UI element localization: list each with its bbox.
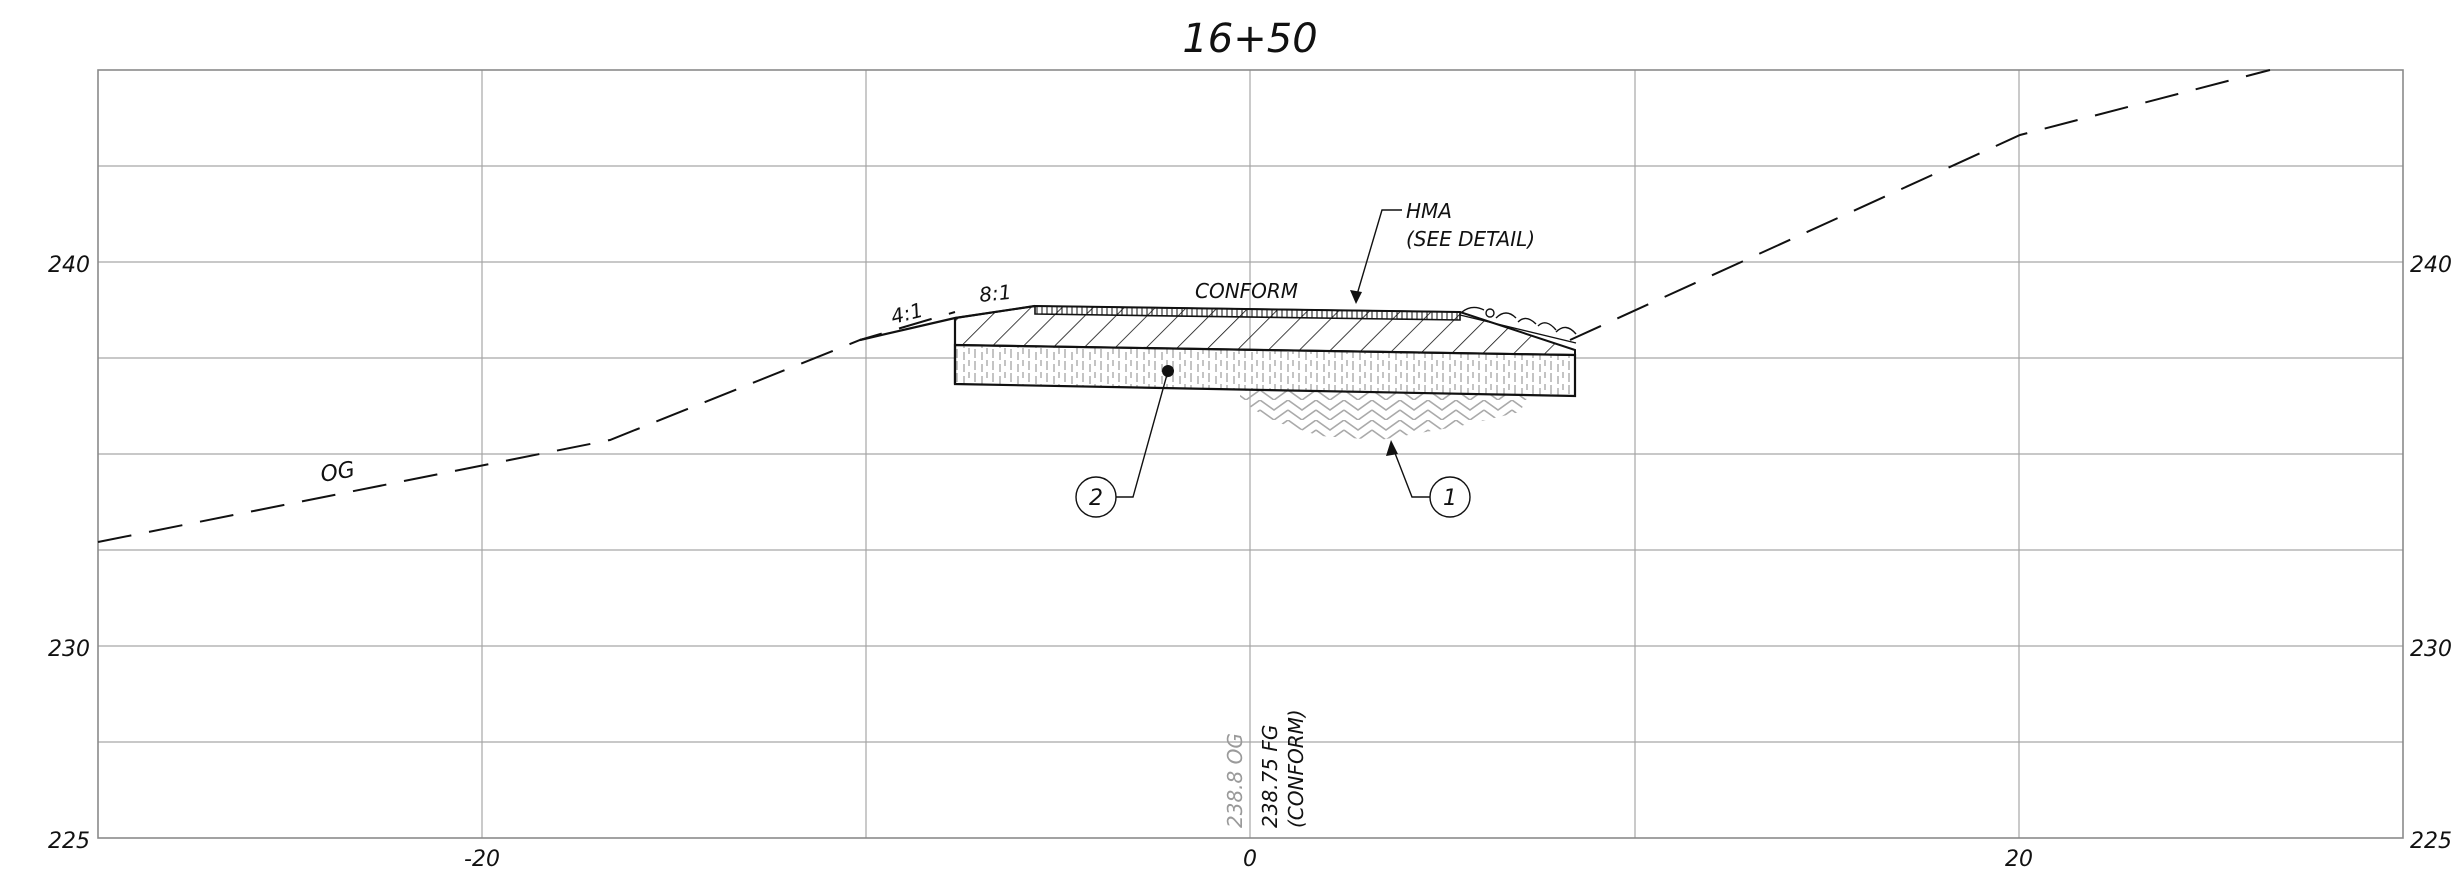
callout-1-number: 1: [1443, 486, 1457, 511]
y-tick-label: 225: [48, 829, 90, 854]
x-tick-label: -20: [464, 847, 500, 872]
hma-callout: HMA (SEE DETAIL): [1350, 199, 1535, 304]
slope-label-4-1: 4:1: [888, 298, 925, 329]
y-tick-label: 230: [48, 637, 90, 662]
x-axis: -20 0 20: [464, 847, 2033, 872]
callout-2-number: 2: [1089, 486, 1103, 511]
y-axis-right: 240 230 225: [2410, 253, 2452, 854]
hma-label: HMA: [1406, 199, 1452, 223]
grid: [97, 69, 2404, 839]
slope-label-8-1: 8:1: [978, 280, 1013, 307]
callout-2: 2: [1075, 365, 1174, 518]
x-tick-label: 20: [2005, 847, 2033, 872]
rubble-symbols: [1459, 306, 1577, 344]
fg-elevation-label: 238.75 FG: [1258, 725, 1282, 828]
callout-1: 1: [1386, 440, 1471, 518]
y-tick-label: 240: [48, 253, 90, 278]
hma-surface-layer: [1034, 305, 1461, 321]
section-title: 16+50: [1182, 16, 1317, 62]
x-tick-label: 0: [1243, 847, 1257, 872]
og-elevation-label: 238.8 OG: [1223, 733, 1247, 828]
fg-conform-label: (CONFORM): [1284, 709, 1308, 828]
hma-see-detail: (SEE DETAIL): [1406, 227, 1535, 251]
y-axis-left: 240 230 225: [48, 253, 90, 854]
original-ground-line: [97, 69, 2271, 543]
y-tick-label: 230: [2410, 637, 2452, 662]
y-tick-label: 225: [2410, 829, 2452, 854]
og-label: OG: [319, 457, 357, 488]
y-tick-label: 240: [2410, 253, 2452, 278]
subgrade-hatch: [1240, 388, 1530, 440]
conform-label: CONFORM: [1195, 279, 1298, 303]
